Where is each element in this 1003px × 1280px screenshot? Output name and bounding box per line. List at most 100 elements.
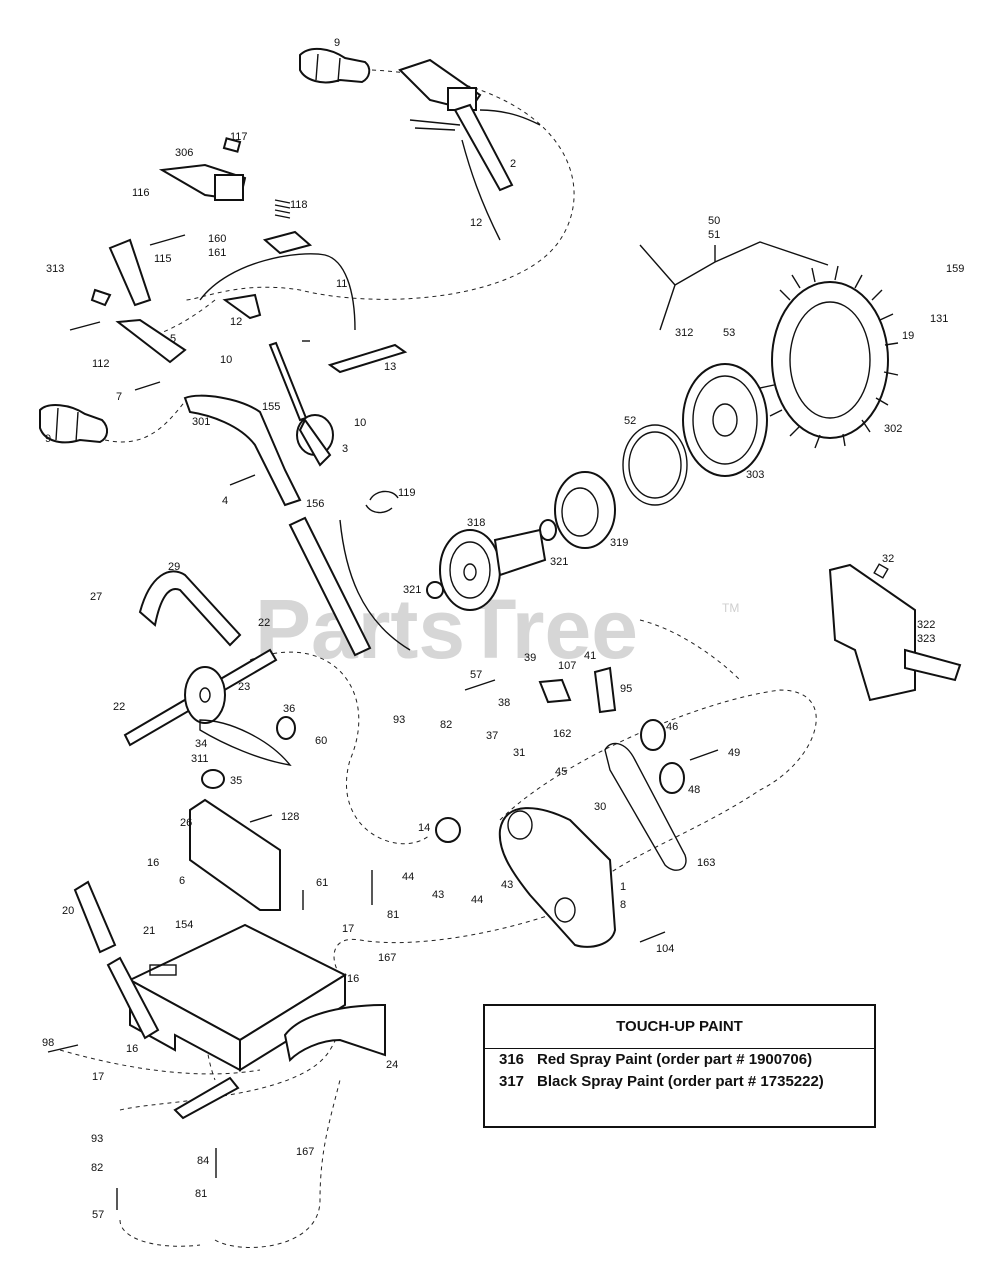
label-30: 30 (594, 801, 606, 813)
label-23: 23 (238, 681, 250, 693)
label-48: 48 (688, 784, 700, 796)
label-26: 26 (180, 817, 192, 829)
plate-26 (189, 798, 281, 911)
part-labels: 9 117 306 2 116 118 12 160 161 115 313 1… (42, 37, 964, 1221)
label-16: 16 (147, 857, 159, 869)
label-311: 311 (191, 753, 209, 765)
axle-23 (123, 648, 278, 747)
label-155: 155 (262, 401, 280, 413)
hub-321 (539, 519, 557, 541)
label-49: 49 (728, 747, 740, 759)
spring-118 (262, 199, 313, 255)
clip-119 (365, 490, 399, 514)
main-frame-154 (127, 923, 348, 1072)
watermark-text: PartsTree (255, 582, 638, 676)
label-11: 11 (336, 278, 347, 290)
label-5: 5 (170, 333, 176, 345)
label-4: 4 (222, 495, 228, 507)
label-318: 318 (467, 517, 485, 529)
throttle-control (398, 58, 541, 192)
paint-number: 316 (499, 1051, 525, 1068)
label-31: 31 (513, 747, 525, 759)
label-112: 112 (92, 358, 110, 370)
label-60: 60 (315, 735, 327, 747)
label-93b: 93 (91, 1133, 103, 1145)
handle-grip-top (299, 47, 371, 84)
gear-case-1 (498, 807, 617, 948)
label-53: 53 (723, 327, 735, 339)
label-19: 19 (902, 330, 914, 342)
brake-handle (90, 238, 187, 364)
label-17b: 17 (92, 1071, 104, 1083)
label-131: 131 (930, 313, 948, 325)
label-43b: 43 (501, 879, 513, 891)
tube-lower (173, 1076, 240, 1120)
decal-117 (222, 137, 242, 153)
belt-163 (604, 742, 687, 871)
bracket-24 (283, 1003, 386, 1063)
tire-302 (759, 265, 899, 449)
label-118: 118 (290, 199, 308, 211)
paint-description: Black Spray Paint (order part # 1735222) (537, 1073, 824, 1090)
label-2: 2 (510, 158, 516, 170)
sprocket-36 (276, 716, 296, 740)
label-35: 35 (230, 775, 242, 787)
label-16c: 16 (126, 1043, 138, 1055)
label-37: 37 (486, 730, 498, 742)
label-302: 302 (884, 423, 902, 435)
rod-long-left (288, 516, 372, 657)
label-82: 82 (440, 719, 452, 731)
label-3: 3 (342, 443, 348, 455)
idler-14 (435, 817, 461, 843)
label-160: 160 (208, 233, 226, 245)
label-12-top: 12 (470, 217, 482, 229)
label-313: 313 (46, 263, 64, 275)
block-39 (538, 678, 572, 704)
label-6: 6 (179, 875, 185, 887)
label-13: 13 (384, 361, 396, 373)
nut-321 (426, 581, 444, 599)
label-9: 9 (334, 37, 340, 49)
guard-322 (828, 563, 962, 702)
label-119: 119 (398, 487, 416, 499)
pulley-48 (659, 762, 685, 794)
label-46: 46 (666, 721, 678, 733)
label-50: 50 (708, 215, 720, 227)
label-39: 39 (524, 652, 536, 664)
chain-34 (199, 719, 292, 766)
label-167b: 167 (296, 1146, 314, 1158)
pulley-46 (640, 719, 666, 751)
label-323: 323 (917, 633, 935, 645)
label-12: 12 (230, 316, 242, 328)
label-115: 115 (154, 253, 172, 265)
label-36: 36 (283, 703, 295, 715)
label-154: 154 (175, 919, 193, 931)
label-57b: 57 (92, 1209, 104, 1221)
handle-bar-301 (183, 394, 302, 507)
cable-11 (199, 253, 356, 331)
bolts (47, 234, 719, 1210)
label-22: 22 (258, 617, 270, 629)
label-1: 1 (620, 881, 626, 893)
cable-top (461, 139, 501, 241)
ring-52 (622, 424, 688, 506)
rod-13 (327, 343, 408, 374)
label-61: 61 (316, 877, 328, 889)
label-7: 7 (116, 391, 122, 403)
label-162: 162 (553, 728, 571, 740)
label-38: 38 (498, 697, 510, 709)
label-306: 306 (175, 147, 193, 159)
label-303: 303 (746, 469, 764, 481)
bracket-306 (158, 163, 247, 202)
label-27: 27 (90, 591, 102, 603)
paint-row-red: 316 Red Spray Paint (order part # 1900706… (485, 1049, 874, 1071)
label-44: 44 (402, 871, 414, 883)
label-10: 10 (220, 354, 232, 366)
label-81b: 81 (195, 1188, 207, 1200)
label-319: 319 (610, 537, 628, 549)
label-161: 161 (208, 247, 226, 259)
paint-description: Red Spray Paint (order part # 1900706) (537, 1051, 813, 1068)
label-45: 45 (555, 766, 567, 778)
